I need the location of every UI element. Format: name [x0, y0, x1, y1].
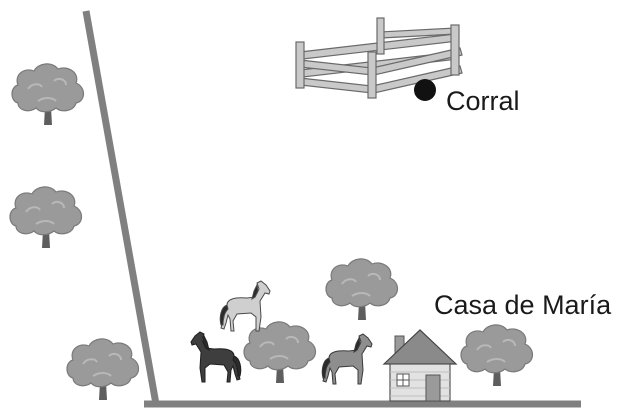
tree-icon — [66, 337, 140, 401]
fence-icon — [295, 17, 463, 99]
tree-icon — [243, 320, 317, 384]
horse-icon — [321, 333, 373, 385]
tree-icon — [9, 185, 83, 249]
tree-icon — [460, 323, 534, 387]
corral-marker-dot — [414, 79, 436, 101]
horse-icon — [190, 331, 242, 383]
road-vertical — [82, 10, 160, 405]
horse-icon — [219, 280, 271, 332]
house-icon — [382, 329, 458, 402]
house-label: Casa de María — [434, 290, 612, 320]
tree-icon — [325, 257, 399, 321]
tree-icon — [11, 62, 85, 126]
corral-label: Corral — [446, 86, 520, 116]
